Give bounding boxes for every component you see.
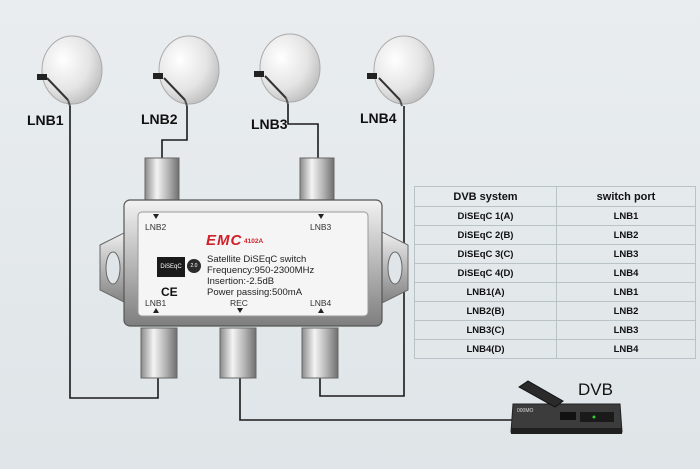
arrow-lnb3 (318, 214, 324, 219)
cell-port: LNB4 (556, 263, 696, 283)
dish-lnb3 (254, 33, 321, 105)
arrow-lnb1 (153, 308, 159, 313)
table-header-row: DVB system switch port (414, 186, 696, 207)
table-row: LNB3(C)LNB3 (414, 320, 696, 340)
table-row: DiSEqC 1(A)LNB1 (414, 206, 696, 226)
lnb1-label: LNB1 (27, 112, 64, 128)
port-label-rec: REC (230, 298, 248, 308)
cell-port: LNB4 (556, 339, 696, 359)
table-row: DiSEqC 2(B)LNB2 (414, 225, 696, 245)
header-dvb-system: DVB system (414, 186, 557, 207)
cell-port: LNB2 (556, 225, 696, 245)
table-row: LNB4(D)LNB4 (414, 339, 696, 359)
diseqc-switch (99, 157, 409, 379)
table-row: DiSEqC 3(C)LNB3 (414, 244, 696, 264)
dvb-receiver (510, 403, 623, 434)
cable-lnb3 (287, 104, 319, 160)
cell-port: LNB3 (556, 320, 696, 340)
lnb3-label: LNB3 (251, 116, 288, 132)
dish-lnb4 (367, 35, 435, 107)
port-label-lnb1: LNB1 (145, 298, 167, 308)
dish-lnb1 (37, 35, 103, 107)
port-label-lnb2: LNB2 (145, 222, 167, 232)
port-label-lnb3: LNB3 (310, 222, 332, 232)
cell-system: LNB2(B) (414, 301, 557, 321)
dvb-label: DVB (578, 380, 613, 399)
cable-rec (239, 376, 517, 421)
switch-title: Satellite DiSEqC switch (207, 254, 307, 265)
diseqc-badge: DiSEqC (157, 257, 185, 277)
table-row: LNB2(B)LNB2 (414, 301, 696, 321)
table-row: LNB1(A)LNB1 (414, 282, 696, 302)
cell-system: DiSEqC 2(B) (414, 225, 557, 245)
version-badge: 2.0 (187, 259, 201, 273)
table-row: DiSEqC 4(D)LNB4 (414, 263, 696, 283)
switch-power: Power passing:500mA (207, 287, 303, 298)
switch-model: 4102A (244, 238, 264, 245)
remote-control (518, 380, 564, 408)
cell-port: LNB2 (556, 301, 696, 321)
port-label-lnb4: LNB4 (310, 298, 332, 308)
cable-lnb2 (161, 106, 188, 160)
cell-system: LNB1(A) (414, 282, 557, 302)
cell-system: DiSEqC 3(C) (414, 244, 557, 264)
header-switch-port: switch port (556, 186, 696, 207)
arrow-lnb4 (318, 308, 324, 313)
cell-system: LNB3(C) (414, 320, 557, 340)
ce-mark: CE (161, 285, 178, 299)
cable-lnb1 (69, 106, 159, 399)
arrow-rec (237, 308, 243, 313)
cell-system: DiSEqC 1(A) (414, 206, 557, 226)
switch-specs: Satellite DiSEqC switch Frequency:950-23… (207, 254, 347, 298)
switch-insertion: Insertion:-2.5dB (207, 276, 275, 287)
port-mapping-table: DVB system switch port DiSEqC 1(A)LNB1 D… (414, 186, 696, 359)
lnb4-label: LNB4 (360, 110, 397, 126)
switch-brand: EMC (206, 232, 243, 249)
cell-port: LNB3 (556, 244, 696, 264)
cell-port: LNB1 (556, 282, 696, 302)
arrow-lnb2 (153, 214, 159, 219)
dish-lnb2 (153, 35, 220, 107)
cell-system: LNB4(D) (414, 339, 557, 359)
receiver-brand: 000MO (517, 408, 534, 414)
cell-system: DiSEqC 4(D) (414, 263, 557, 283)
lnb2-label: LNB2 (141, 111, 178, 127)
cell-port: LNB1 (556, 206, 696, 226)
switch-frequency: Frequency:950-2300MHz (207, 265, 315, 276)
